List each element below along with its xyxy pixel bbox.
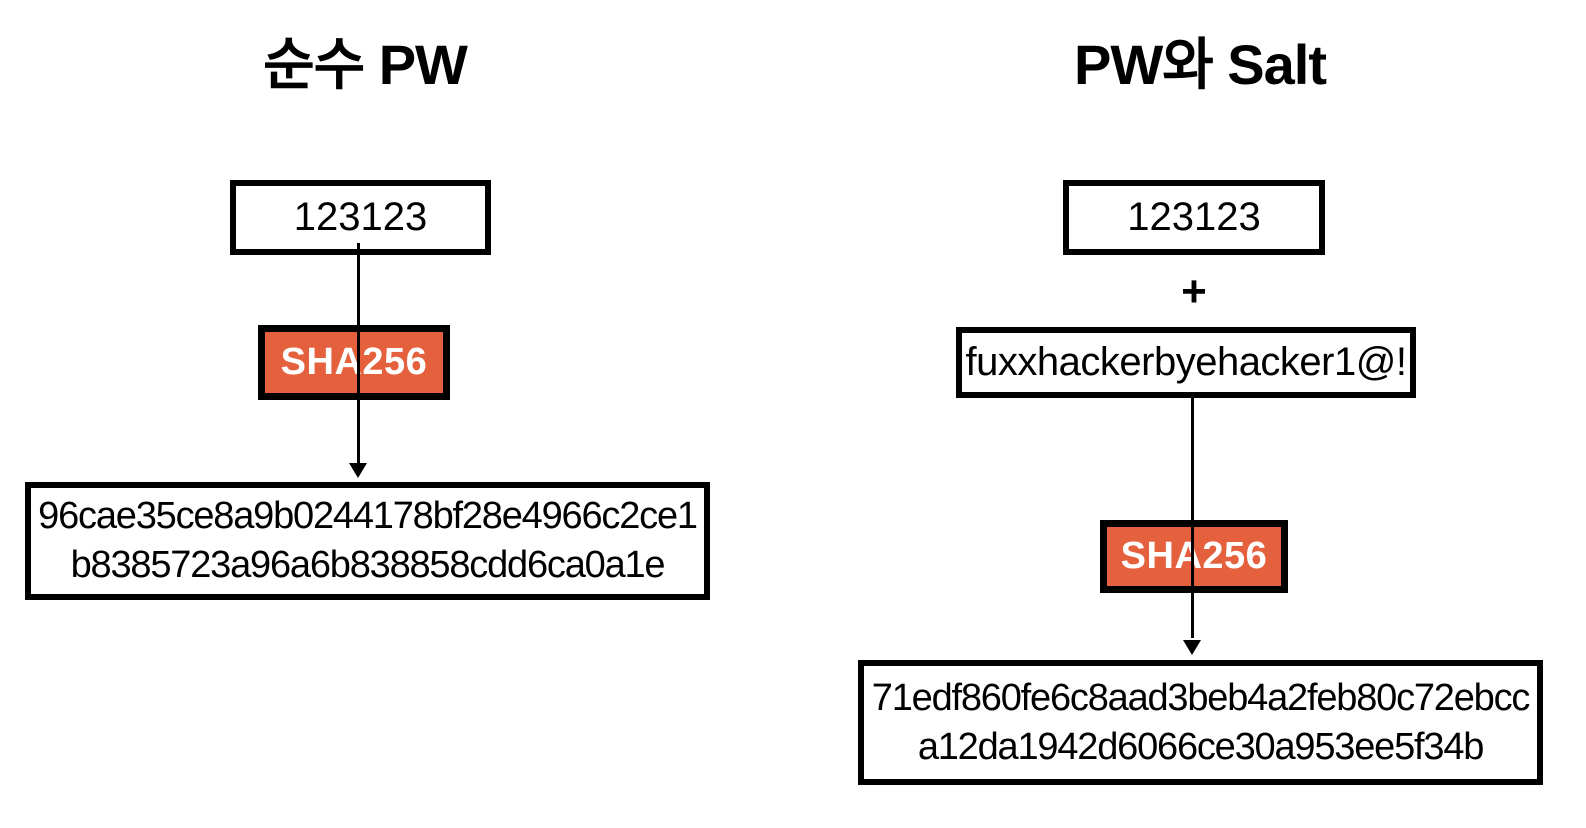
right-arrowhead-icon: [1183, 640, 1201, 655]
right-sha256-box: SHA256: [1100, 520, 1288, 593]
left-password-box: 123123: [230, 180, 491, 255]
right-password-value: 123123: [1127, 195, 1261, 239]
left-sha256-box: SHA256: [258, 325, 450, 400]
left-sha256-label: SHA256: [280, 341, 428, 383]
left-password-value: 123123: [293, 195, 428, 239]
right-hash-output-box: 71edf860fe6c8aad3beb4a2feb80c72ebcc a12d…: [858, 660, 1543, 785]
salt-box: fuxxhackerbyehacker1@!: [956, 327, 1416, 398]
right-password-box: 123123: [1063, 180, 1325, 255]
right-hash-line1: 71edf860fe6c8aad3beb4a2feb80c72ebcc: [871, 676, 1531, 719]
left-hash-line1: 96cae35ce8a9b0244178bf28e4966c2ce1: [38, 495, 698, 537]
salt-value: fuxxhackerbyehacker1@!: [965, 340, 1407, 384]
left-arrow-line: [357, 243, 360, 467]
right-hash-line2: a12da1942d6066ce30a953ee5f34b: [917, 725, 1485, 768]
left-hash-line2: b8385723a96a6b838858cdd6ca0a1e: [70, 544, 666, 586]
right-arrow-line: [1191, 394, 1194, 638]
plus-sign: +: [1181, 267, 1207, 316]
left-arrowhead-icon: [349, 463, 367, 478]
left-hash-output-box: 96cae35ce8a9b0244178bf28e4966c2ce1 b8385…: [25, 482, 710, 600]
pure-pw-title: 순수 PW: [263, 33, 468, 96]
pw-salt-title: PW와 Salt: [1074, 33, 1327, 96]
